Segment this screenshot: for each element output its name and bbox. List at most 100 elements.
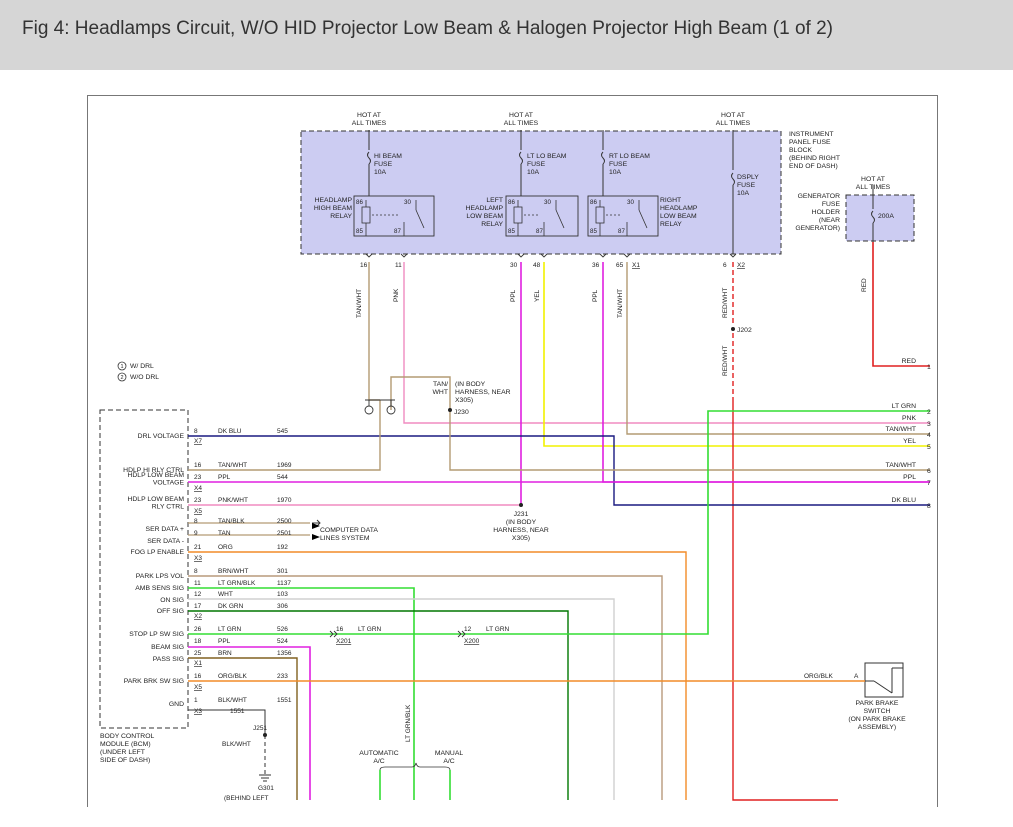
relay-pin: 87 [394, 228, 401, 235]
splice-dot [731, 327, 735, 331]
diagram-frame [87, 95, 938, 807]
bcm-circuit-number: 544 [277, 474, 288, 481]
bcm-wire-color: ORG/BLK [218, 673, 248, 680]
bcm-pin: 23 [194, 497, 202, 504]
vertical-wire-label: PPL [592, 289, 599, 302]
ground-note: (BEHIND LEFT [224, 795, 268, 802]
splice-label: J202 [737, 327, 752, 334]
vertical-wire-label: TAN/WHT [617, 289, 624, 318]
bcm-circuit-number: 1356 [277, 650, 292, 657]
left-low-beam-relay-box [505, 195, 579, 237]
fuse-block-pin: X2 [737, 262, 745, 269]
connector-pin: 4 [927, 432, 931, 439]
vertical-wire-label: YEL [534, 289, 541, 302]
bcm-pin: 8 [194, 518, 198, 525]
connector-wire-label: PNK [902, 415, 916, 422]
fuse-block-pin: 36 [592, 262, 600, 269]
relay-pin: 85 [356, 228, 363, 235]
relay-pin: 30 [627, 199, 634, 206]
bcm-pin: 26 [194, 626, 202, 633]
bcm-connector-id: X5 [194, 684, 202, 691]
splice-dot [448, 408, 452, 412]
park-brake-wire-color: ORG/BLK [804, 673, 834, 680]
bcm-connector-id: X4 [194, 485, 202, 492]
connector-wire-label: TAN/WHT [886, 462, 916, 469]
bcm-function-label: PARK BRK SW SIG [124, 678, 184, 685]
inline-connector-id: X200 [464, 638, 480, 645]
fuse-symbol [871, 210, 875, 224]
wire-red-1 [872, 242, 930, 367]
wire-ltgrn-526 [188, 410, 930, 635]
bcm-pin: 12 [194, 591, 202, 598]
connector-wire-label: TAN/WHT [886, 426, 916, 433]
wire-yel-48 [543, 262, 930, 447]
body-control-module [99, 409, 189, 729]
bcm-pin: 1 [194, 697, 198, 704]
fuse-symbol [601, 151, 605, 165]
bcm-function-label: PARK LPS VOL [136, 573, 184, 580]
ac-brace [379, 762, 451, 771]
wire-ppl-36 [602, 262, 930, 483]
bcm-function-label: HDLP HI RLY CTRL [123, 467, 184, 474]
relay-pin: 30 [404, 199, 411, 206]
bcm-wire-color: TAN/WHT [218, 462, 247, 469]
bcm-circuit-number: 301 [277, 568, 288, 575]
inline-connector [457, 630, 466, 638]
wire-tanwht-1969 [188, 400, 381, 471]
option-1-symbol [364, 405, 374, 415]
wire-dkgrn-306 [188, 610, 569, 800]
connector-pin: 6 [927, 468, 931, 475]
wire-pnk-11 [403, 262, 930, 424]
inline-connector [329, 630, 338, 638]
bcm-pin: 23 [194, 474, 202, 481]
bcm-function-label: STOP LP SW SIG [129, 631, 184, 638]
generator-fuse-rating: 200A [878, 213, 894, 220]
inline-pin: 16 [336, 626, 344, 633]
bcm-function-label: SER DATA + [146, 526, 184, 533]
high-beam-relay-box [353, 195, 435, 237]
bcm-pin: 25 [194, 650, 202, 657]
wire-brn-1356 [188, 657, 298, 800]
inline-connector-id: X201 [336, 638, 352, 645]
relay-pin: 87 [618, 228, 625, 235]
bcm-function-label: OFF SIG [157, 608, 184, 615]
park-brake-pin: A [854, 673, 859, 680]
j230-wire-label: TAN/WHT [433, 381, 449, 396]
connector-wire-label: RED [902, 358, 916, 365]
bcm-circuit-number: 2500 [277, 518, 292, 525]
connector-chevron [729, 253, 737, 258]
vertical-wire-label: LT GRN/BLK [405, 704, 412, 742]
connector-wire-label: DK BLU [891, 497, 916, 504]
wire-brnwht-301 [188, 575, 663, 800]
connector-pin: 2 [927, 409, 931, 416]
bcm-circuit-number: 1137 [277, 580, 291, 587]
fuse-symbol [367, 151, 371, 165]
bcm-circuit-number: 1551 [277, 697, 292, 704]
bcm-pin: 18 [194, 638, 202, 645]
bcm-wire-color: DK GRN [218, 603, 244, 610]
wire-redwht-lower [732, 400, 838, 801]
fuse-block-pin: X1 [632, 262, 640, 269]
connector-chevron [540, 253, 548, 258]
bcm-circuit-number: 1970 [277, 497, 292, 504]
wire-ppl-524 [188, 646, 311, 800]
bcm-circuit-number: 1969 [277, 462, 292, 469]
relay-switch-arm [415, 209, 425, 229]
bcm-wire-color: TAN [218, 530, 231, 537]
fuse-symbol [519, 151, 523, 165]
relay-pin: 30 [544, 199, 551, 206]
bcm-function-label: SER DATA - [147, 538, 184, 545]
fuse-block-pin: 11 [395, 262, 402, 269]
connector-chevron [400, 253, 408, 258]
